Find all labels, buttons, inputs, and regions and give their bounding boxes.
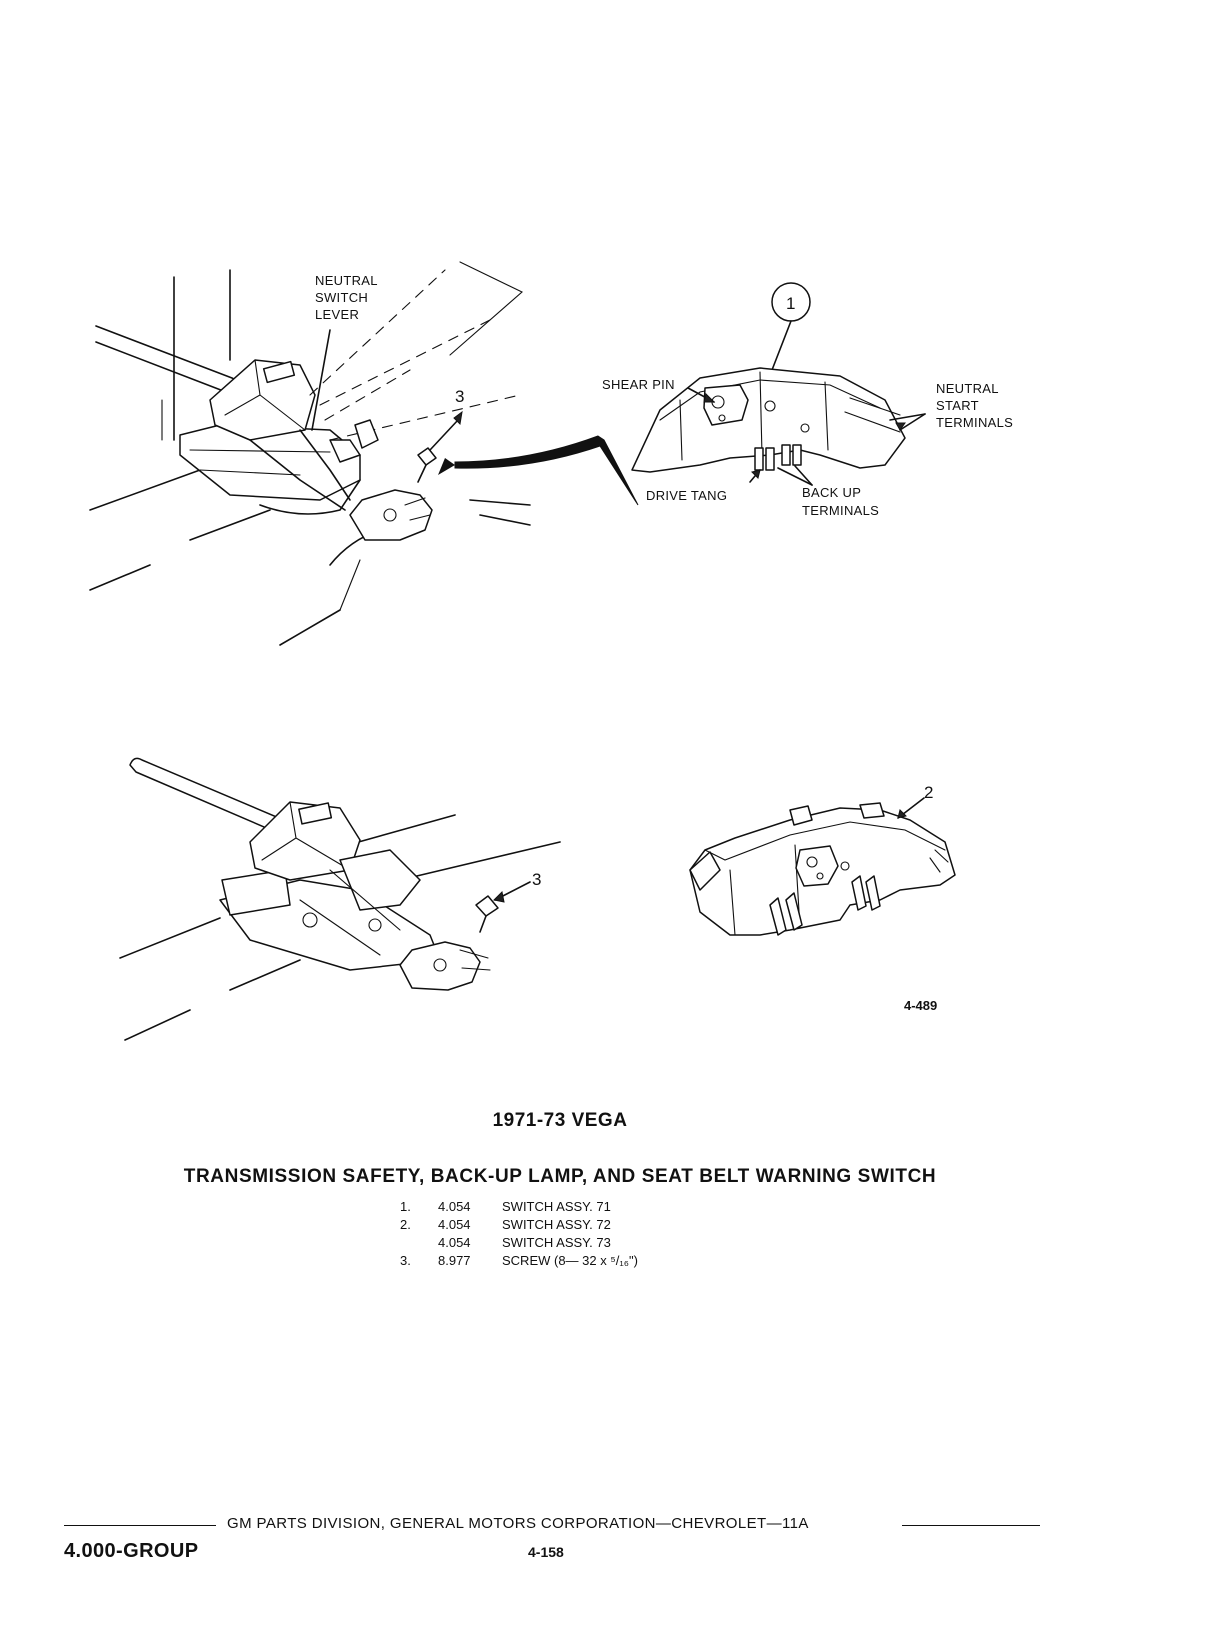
part-number: 4.054 xyxy=(438,1217,471,1232)
back-up-terminals-label-line2: TERMINALS xyxy=(802,503,879,518)
upper-column-assembly-drawing xyxy=(89,261,531,646)
part-number: 4.054 xyxy=(438,1199,471,1214)
neutral-start-terminals-label-line3: TERMINALS xyxy=(936,415,1013,430)
footer-rule-right xyxy=(902,1525,1040,1526)
shear-pin-label: SHEAR PIN xyxy=(602,377,675,392)
part-index: 3. xyxy=(400,1253,411,1268)
parts-list-row: 4.054 SWITCH ASSY. 73 xyxy=(400,1234,638,1252)
parts-list: 1. 4.054 SWITCH ASSY. 71 2. 4.054 SWITCH… xyxy=(400,1198,638,1270)
neutral-switch-lever-label-line2: SWITCH xyxy=(315,290,368,305)
drive-tang-label: DRIVE TANG xyxy=(646,488,727,503)
back-up-terminals-label-line1: BACK UP xyxy=(802,485,861,500)
part-description: SWITCH ASSY. 73 xyxy=(502,1235,611,1250)
switch-item-2-drawing xyxy=(689,797,956,936)
part-number: 8.977 xyxy=(438,1253,471,1268)
footer-credit: GM PARTS DIVISION, GENERAL MOTORS CORPOR… xyxy=(227,1515,809,1532)
section-title: TRANSMISSION SAFETY, BACK-UP LAMP, AND S… xyxy=(183,1166,937,1187)
part-description: SWITCH ASSY. 71 xyxy=(502,1199,611,1214)
parts-list-row: 2. 4.054 SWITCH ASSY. 72 xyxy=(400,1216,638,1234)
part-description: SWITCH ASSY. 72 xyxy=(502,1217,611,1232)
group-label: 4.000-GROUP xyxy=(64,1540,199,1562)
neutral-start-terminals-label-line2: START xyxy=(936,398,979,413)
page-number: 4-158 xyxy=(528,1544,564,1560)
parts-list-row: 3. 8.977 SCREW (8— 32 x ⁵/₁₆") xyxy=(400,1252,638,1270)
detail-arrow xyxy=(438,435,639,506)
part-index: 2. xyxy=(400,1217,411,1232)
lower-column-assembly-drawing xyxy=(119,757,561,1041)
part-description: SCREW (8— 32 x ⁵/₁₆") xyxy=(502,1253,638,1268)
part-index xyxy=(400,1234,438,1252)
callout-3-top: 3 xyxy=(455,387,464,406)
callout-3-bottom: 3 xyxy=(532,870,541,889)
neutral-switch-lever-label-line3: LEVER xyxy=(315,307,359,322)
model-title: 1971-73 VEGA xyxy=(492,1110,628,1131)
parts-list-row: 1. 4.054 SWITCH ASSY. 71 xyxy=(400,1198,638,1216)
part-index: 1. xyxy=(400,1199,411,1214)
neutral-switch-lever-label-line1: NEUTRAL xyxy=(315,273,378,288)
switch-detail-drawing xyxy=(631,282,926,486)
part-number: 4.054 xyxy=(438,1235,471,1250)
callout-1: 1 xyxy=(786,294,795,313)
figure-number: 4-489 xyxy=(904,998,938,1013)
callout-2: 2 xyxy=(924,783,933,802)
footer-rule-left xyxy=(64,1525,216,1526)
neutral-start-terminals-label-line1: NEUTRAL xyxy=(936,381,999,396)
